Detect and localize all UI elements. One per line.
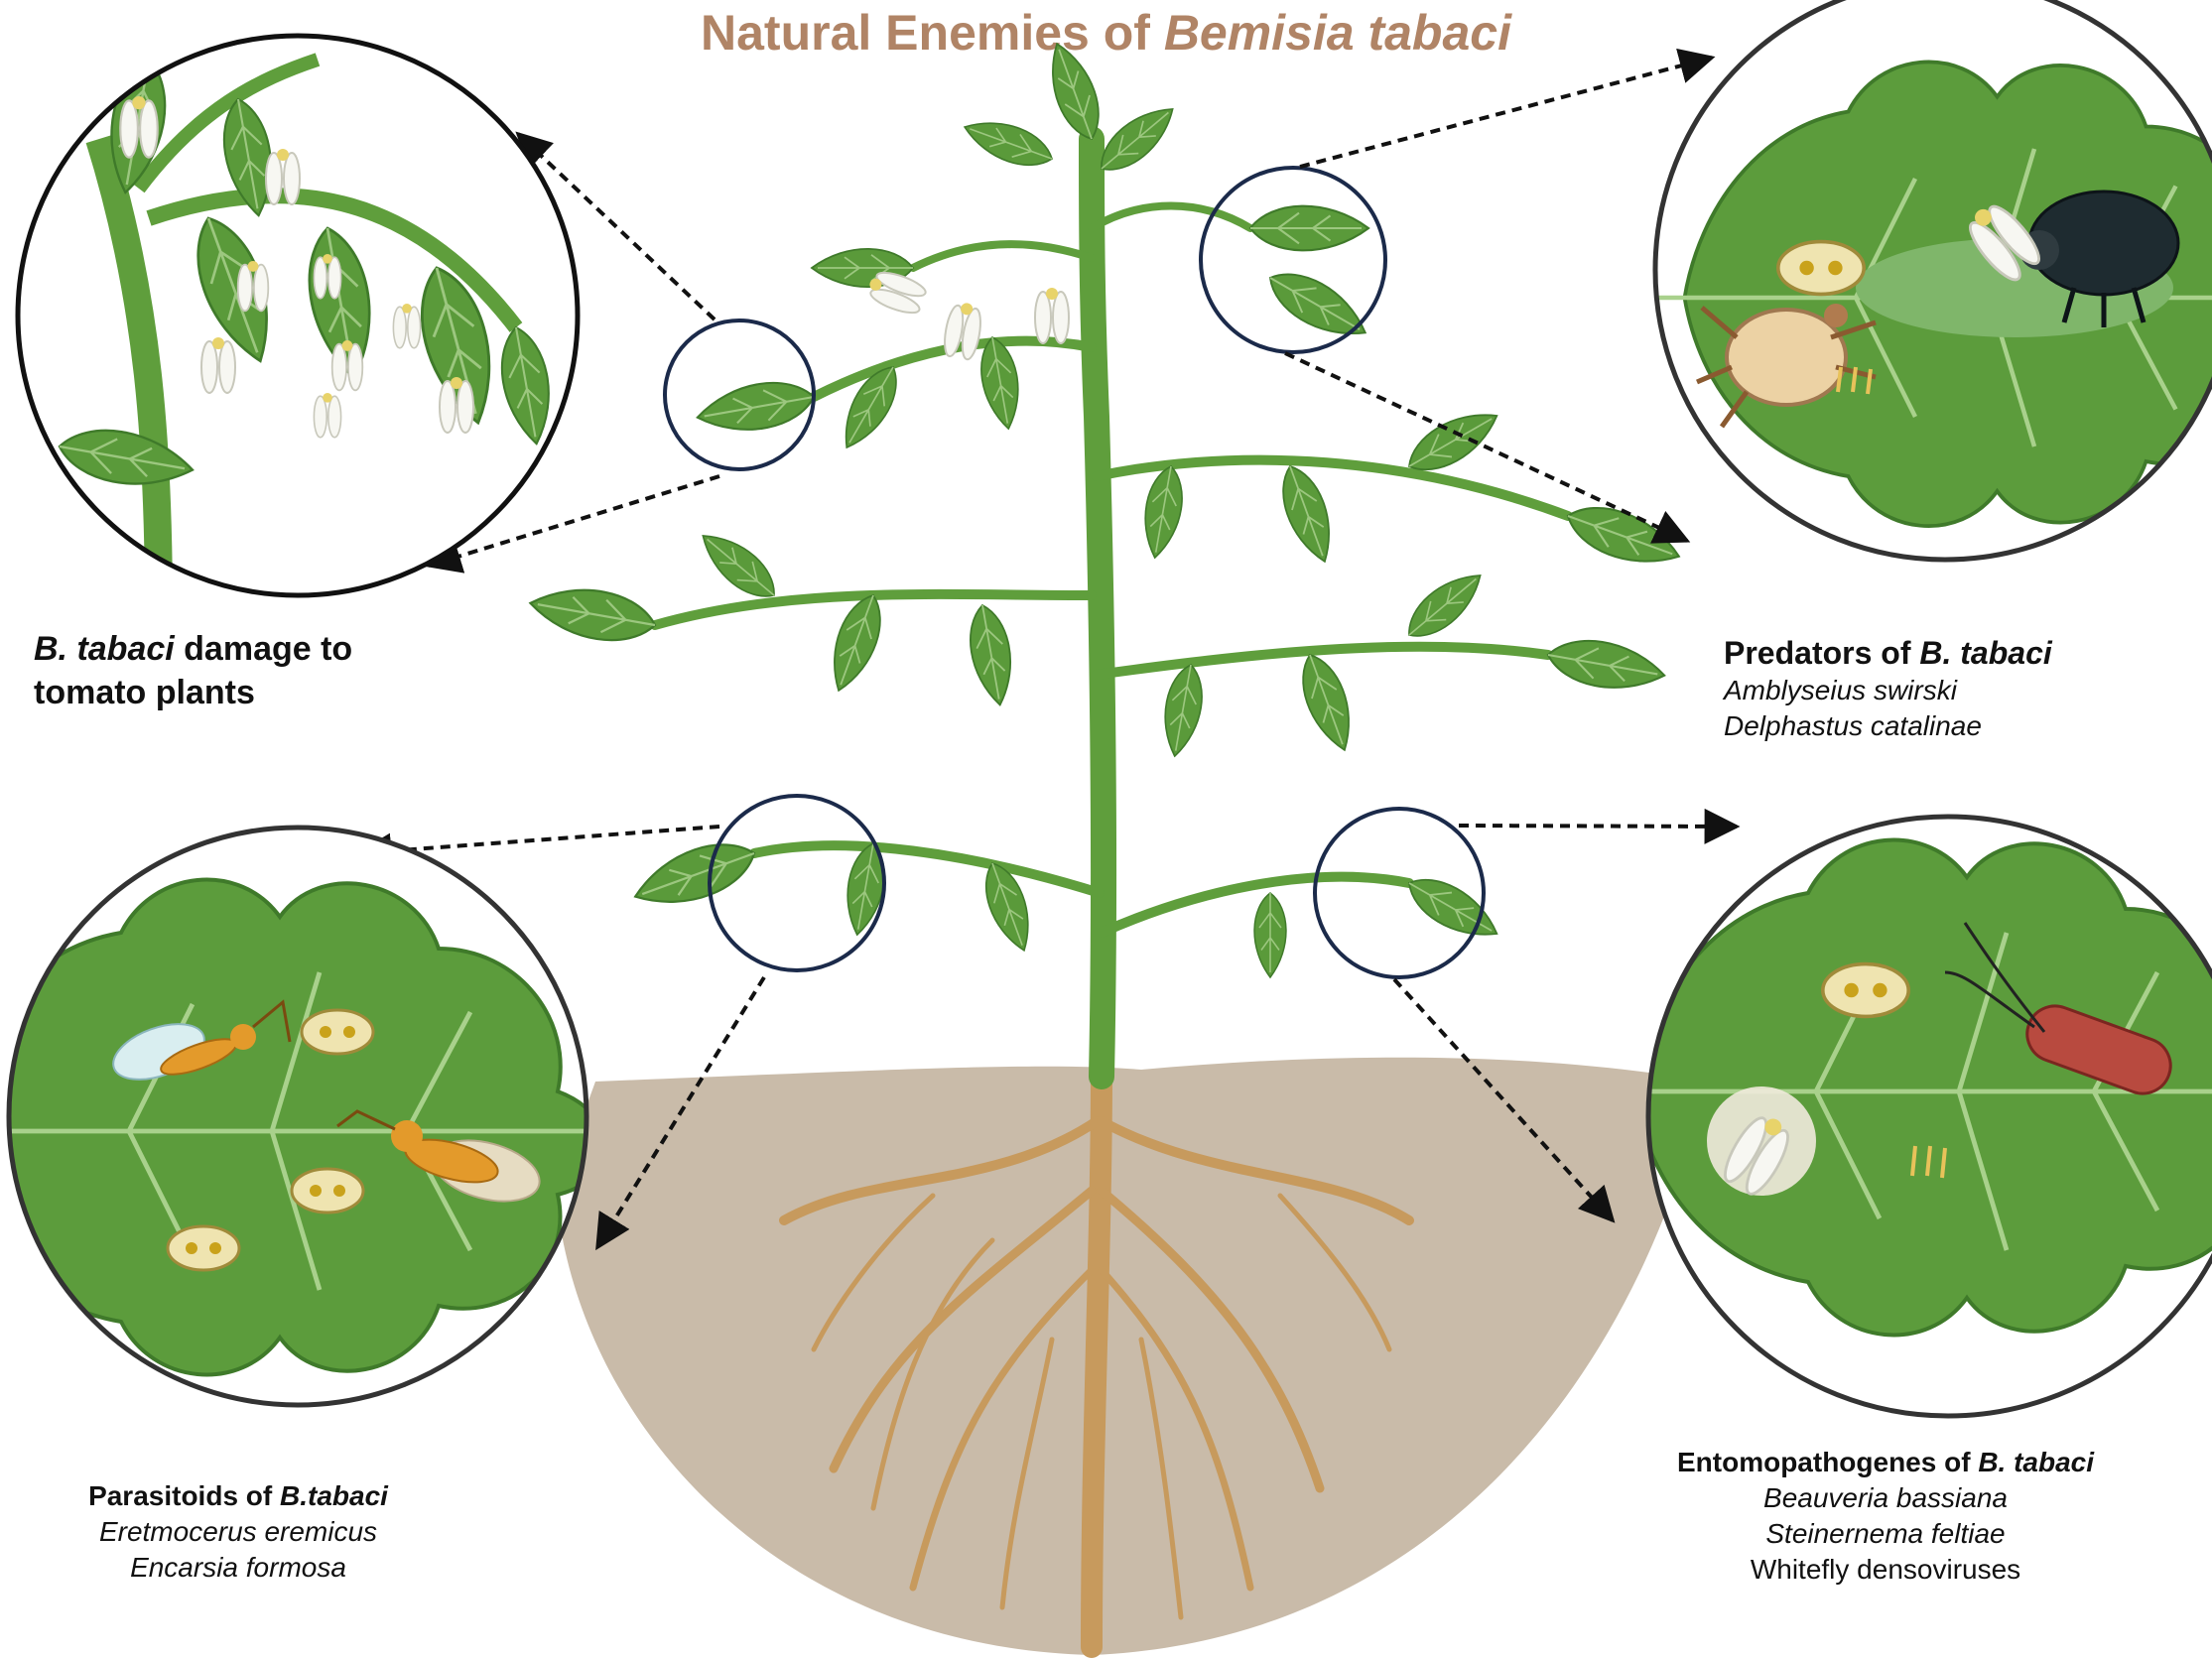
eretmocerus-wasp	[112, 999, 292, 1081]
parasitoid-item-1: Eretmocerus eremicus	[98, 1516, 378, 1547]
entomopathogen-item-2: Steinernema feltiae	[1765, 1518, 2006, 1549]
predatory-mite	[1696, 304, 1877, 429]
nematode-bacterium	[1944, 922, 2172, 1095]
parasitoids-label: Parasitoids of B.tabaci Eretmocerus erem…	[40, 1478, 437, 1586]
parasitoids-heading: Parasitoids of	[88, 1480, 280, 1511]
entomopathogen-extra: Whitefly densoviruses	[1750, 1554, 2021, 1585]
roots	[779, 1061, 1414, 1658]
fungus-infected-whitefly	[1707, 1086, 1816, 1201]
parasitoid-item-2: Encarsia formosa	[130, 1552, 346, 1583]
predators-species: B. tabaci	[1919, 635, 2052, 671]
predators-label: Predators of B. tabaci Amblyseius swirsk…	[1724, 633, 2052, 744]
plant-stem	[650, 126, 1573, 1089]
entomopathogens-species: B. tabaci	[1978, 1447, 2095, 1477]
predators-heading: Predators of	[1724, 635, 1920, 671]
damage-species: B. tabaci	[34, 630, 175, 668]
damage-zoom-circle	[15, 33, 581, 598]
damage-label: B. tabaci damage to tomato plants	[34, 627, 352, 714]
damage-heading-rest: damage to	[174, 630, 353, 668]
entomopathogens-label: Entomopathogenes of B. tabaci Beauveria …	[1647, 1445, 2124, 1588]
entomopathogen-item-1: Beauveria bassiana	[1763, 1482, 2008, 1513]
entomopathogens-heading: Entomopathogenes of	[1676, 1447, 1979, 1477]
predator-item-2: Delphastus catalinae	[1724, 710, 1982, 741]
encarsia-wasp	[336, 1109, 541, 1203]
entomopathogens-zoom-circle	[1645, 814, 2212, 1419]
title-prefix: Natural Enemies of	[701, 5, 1164, 61]
parasitoids-zoom-circle	[6, 825, 589, 1408]
predators-zoom-circle	[1652, 0, 2212, 563]
predator-item-1: Amblyseius swirski	[1724, 675, 1957, 705]
soil	[556, 1057, 1707, 1655]
whiteflies-on-plant	[862, 265, 1070, 362]
parasitoids-species: B.tabaci	[280, 1480, 388, 1511]
title-species: Bemisia tabaci	[1163, 5, 1511, 61]
marker-circles	[663, 166, 1486, 979]
connector-arrows	[355, 48, 1741, 1251]
damage-heading-line2: tomato plants	[34, 674, 255, 711]
figure-title: Natural Enemies of Bemisia tabaci	[0, 4, 2212, 62]
